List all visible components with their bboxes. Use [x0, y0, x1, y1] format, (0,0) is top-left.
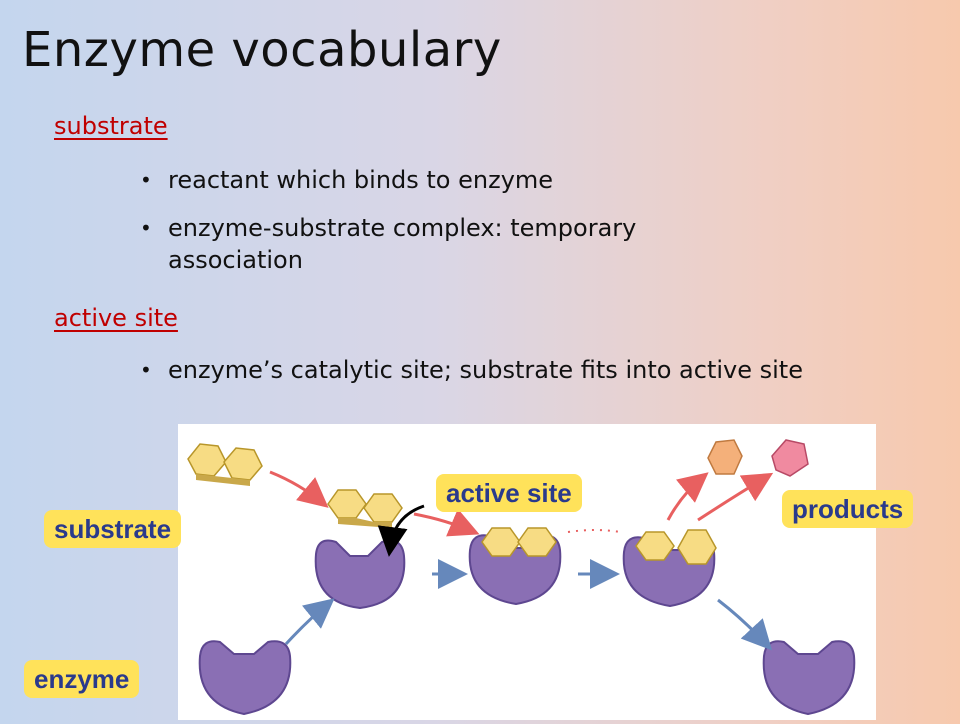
enzyme-with-products: [622, 529, 717, 608]
enzyme-diagram-svg: [187, 439, 856, 716]
free-substrate: [187, 443, 263, 486]
term-substrate: substrate: [54, 112, 168, 140]
slide-title: Enzyme vocabulary: [22, 22, 502, 78]
bullet-dot: •: [140, 168, 152, 192]
label-active-site: active site: [436, 474, 582, 512]
arrow-complex-to-products-red: [567, 529, 621, 533]
released-products: [707, 439, 809, 477]
enzyme-shape-1: [314, 539, 406, 610]
bullet-dot: •: [140, 358, 152, 382]
bullet-dot: •: [140, 216, 152, 240]
enzyme-shape-free-bottom-left: [198, 640, 292, 716]
arrow-substrate-to-enzyme: [269, 470, 329, 508]
label-enzyme: enzyme: [24, 660, 140, 698]
arrow-enzyme-release-right: [717, 598, 773, 651]
arrow-to-complex-red: [413, 508, 480, 537]
label-products: products: [782, 490, 914, 528]
enzyme-shape-free-bottom-right: [762, 640, 856, 716]
arrow-product-release-1: [666, 472, 709, 521]
arrow-enzyme-recycle-left: [284, 598, 335, 646]
bullet-enzyme-substrate-complex: • enzyme-substrate complex: temporary as…: [140, 214, 637, 274]
label-substrate: substrate: [44, 510, 182, 548]
substrate-binding: [327, 489, 403, 528]
enzyme-substrate-complex: [468, 527, 562, 606]
arrow-active-site-pointer: [377, 504, 425, 557]
enzyme-diagram: [178, 424, 876, 720]
bullet-active-site-definition: • enzyme’s catalytic site; substrate fit…: [140, 356, 803, 384]
bullet-substrate-definition: • reactant which binds to enzyme: [140, 166, 554, 194]
term-active-site: active site: [54, 304, 178, 332]
arrow-product-release-2: [697, 472, 774, 522]
